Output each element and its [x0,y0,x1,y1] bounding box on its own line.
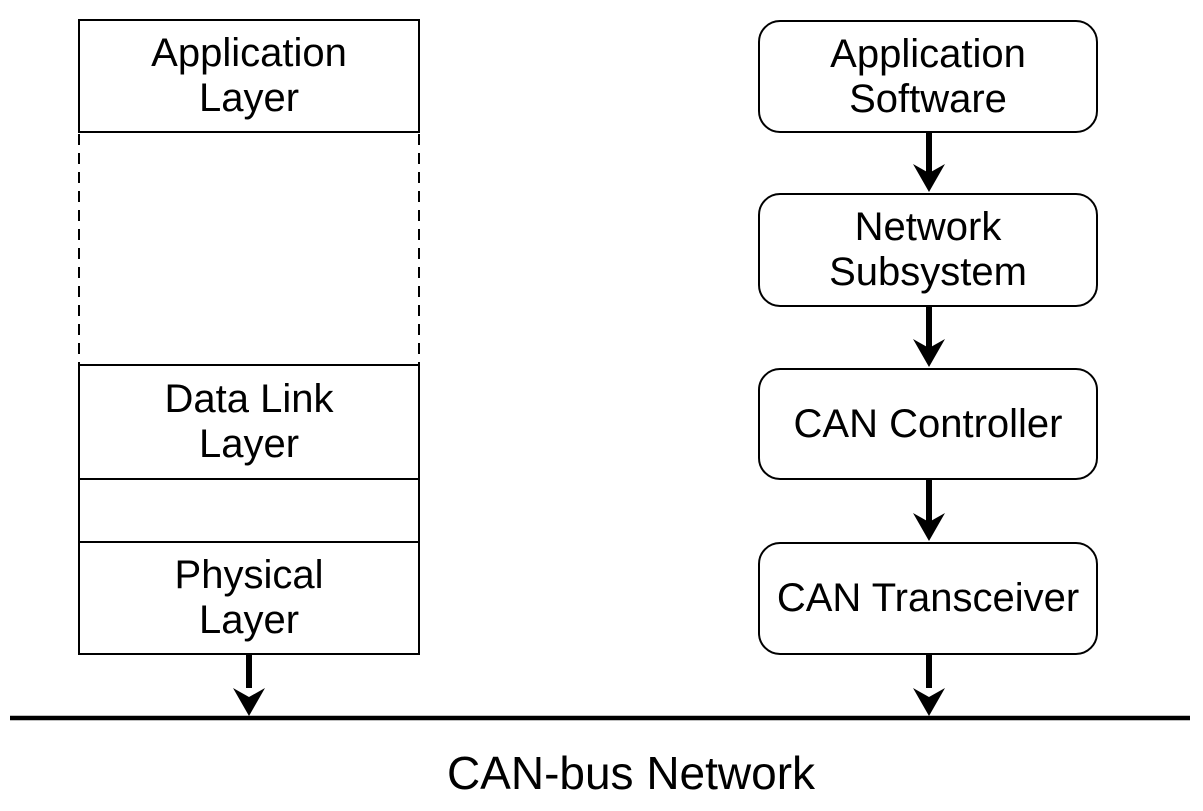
down-arrow-controller-to-transceiver [913,480,945,541]
physical-layer-box: Physical Layer [78,541,420,655]
network-subsystem-box: Network Subsystem [758,193,1098,307]
down-arrow-network-to-controller [913,307,945,367]
data-link-layer-label: Data Link Layer [164,377,334,466]
application-layer-label: Application Layer [151,31,347,120]
can-controller-label: CAN Controller [793,401,1063,446]
down-arrow-physical-to-bus [233,655,265,716]
network-subsystem-label: Network Subsystem [829,205,1027,294]
can-transceiver-box: CAN Transceiver [758,542,1098,655]
data-link-layer-box: Data Link Layer [78,364,420,480]
unlabeled-sublayer-box [78,478,420,543]
can-transceiver-label: CAN Transceiver [776,576,1080,621]
application-software-box: Application Software [758,20,1098,133]
down-arrow-app-to-network [913,133,945,192]
can-controller-box: CAN Controller [758,368,1098,480]
down-arrow-transceiver-to-bus [913,655,945,716]
omitted-layers-dashed-region [78,133,420,364]
physical-layer-label: Physical Layer [174,553,324,642]
application-layer-box: Application Layer [78,19,420,133]
application-software-label: Application Software [830,31,1026,121]
can-bus-network-label: CAN-bus Network [446,747,816,799]
